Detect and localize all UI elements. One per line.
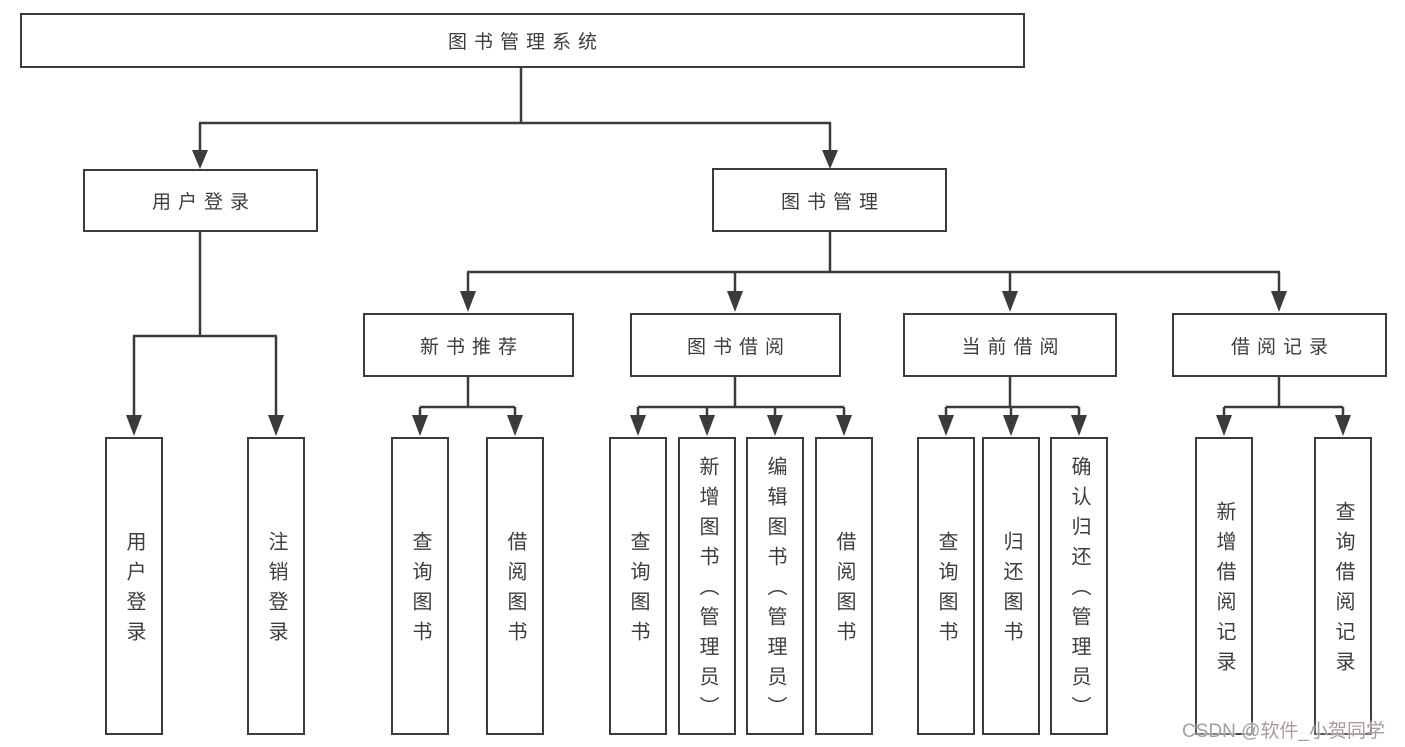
leaf-recommend-query-books: 查询图书 — [391, 437, 449, 735]
node-current-borrowing-label: 当前借阅 — [961, 336, 1066, 358]
leaf-query-borrow-record: 查询借阅记录 — [1314, 437, 1372, 735]
leaf-recommend-borrow-books: 借阅图书 — [486, 437, 544, 735]
leaf-add-books-admin-label: 新增图书（管理员） — [696, 456, 718, 726]
leaf-user-login: 用户登录 — [105, 437, 163, 735]
node-user-login-label: 用户登录 — [151, 192, 256, 213]
leaf-edit-books-admin-label: 编辑图书（管理员） — [764, 456, 786, 726]
node-book-management: 图书管理 — [712, 168, 947, 232]
leaf-borrowing-borrow-books: 借阅图书 — [815, 437, 873, 735]
leaf-return-books: 归还图书 — [982, 437, 1040, 735]
leaf-logout: 注销登录 — [247, 437, 305, 735]
node-borrowing-records-label: 借阅记录 — [1230, 336, 1335, 358]
node-new-book-recommend: 新书推荐 — [363, 313, 574, 377]
leaf-return-books-label: 归还图书 — [1000, 531, 1022, 651]
leaf-user-login-label: 用户登录 — [123, 531, 145, 651]
leaf-recommend-borrow-books-label: 借阅图书 — [504, 531, 526, 651]
leaf-add-borrow-record-label: 新增借阅记录 — [1213, 501, 1235, 681]
node-root-library-system: 图书管理系统 — [20, 13, 1025, 68]
node-book-management-label: 图书管理 — [780, 191, 885, 213]
leaf-add-books-admin: 新增图书（管理员） — [678, 437, 736, 735]
leaf-current-query-books: 查询图书 — [917, 437, 975, 735]
leaf-edit-books-admin: 编辑图书（管理员） — [746, 437, 804, 735]
node-new-book-recommend-label: 新书推荐 — [419, 336, 524, 358]
node-book-borrowing-label: 图书借阅 — [686, 336, 791, 358]
node-current-borrowing: 当前借阅 — [903, 313, 1117, 377]
leaf-borrowing-query-books: 查询图书 — [609, 437, 667, 735]
node-root-label: 图书管理系统 — [447, 32, 604, 53]
leaf-query-borrow-record-label: 查询借阅记录 — [1332, 501, 1354, 681]
leaf-recommend-query-books-label: 查询图书 — [409, 531, 431, 651]
leaf-confirm-return-admin: 确认归还（管理员） — [1050, 437, 1108, 735]
leaf-logout-label: 注销登录 — [265, 531, 287, 651]
leaf-current-query-books-label: 查询图书 — [935, 531, 957, 651]
node-borrowing-records: 借阅记录 — [1172, 313, 1387, 377]
node-book-borrowing: 图书借阅 — [630, 313, 841, 377]
leaf-borrowing-query-books-label: 查询图书 — [627, 531, 649, 651]
leaf-confirm-return-admin-label: 确认归还（管理员） — [1068, 456, 1090, 726]
node-user-login: 用户登录 — [83, 169, 318, 232]
csdn-watermark: CSDN @软件_小贺同学 — [1182, 721, 1385, 742]
leaf-add-borrow-record: 新增借阅记录 — [1195, 437, 1253, 735]
leaf-borrowing-borrow-books-label: 借阅图书 — [833, 531, 855, 651]
